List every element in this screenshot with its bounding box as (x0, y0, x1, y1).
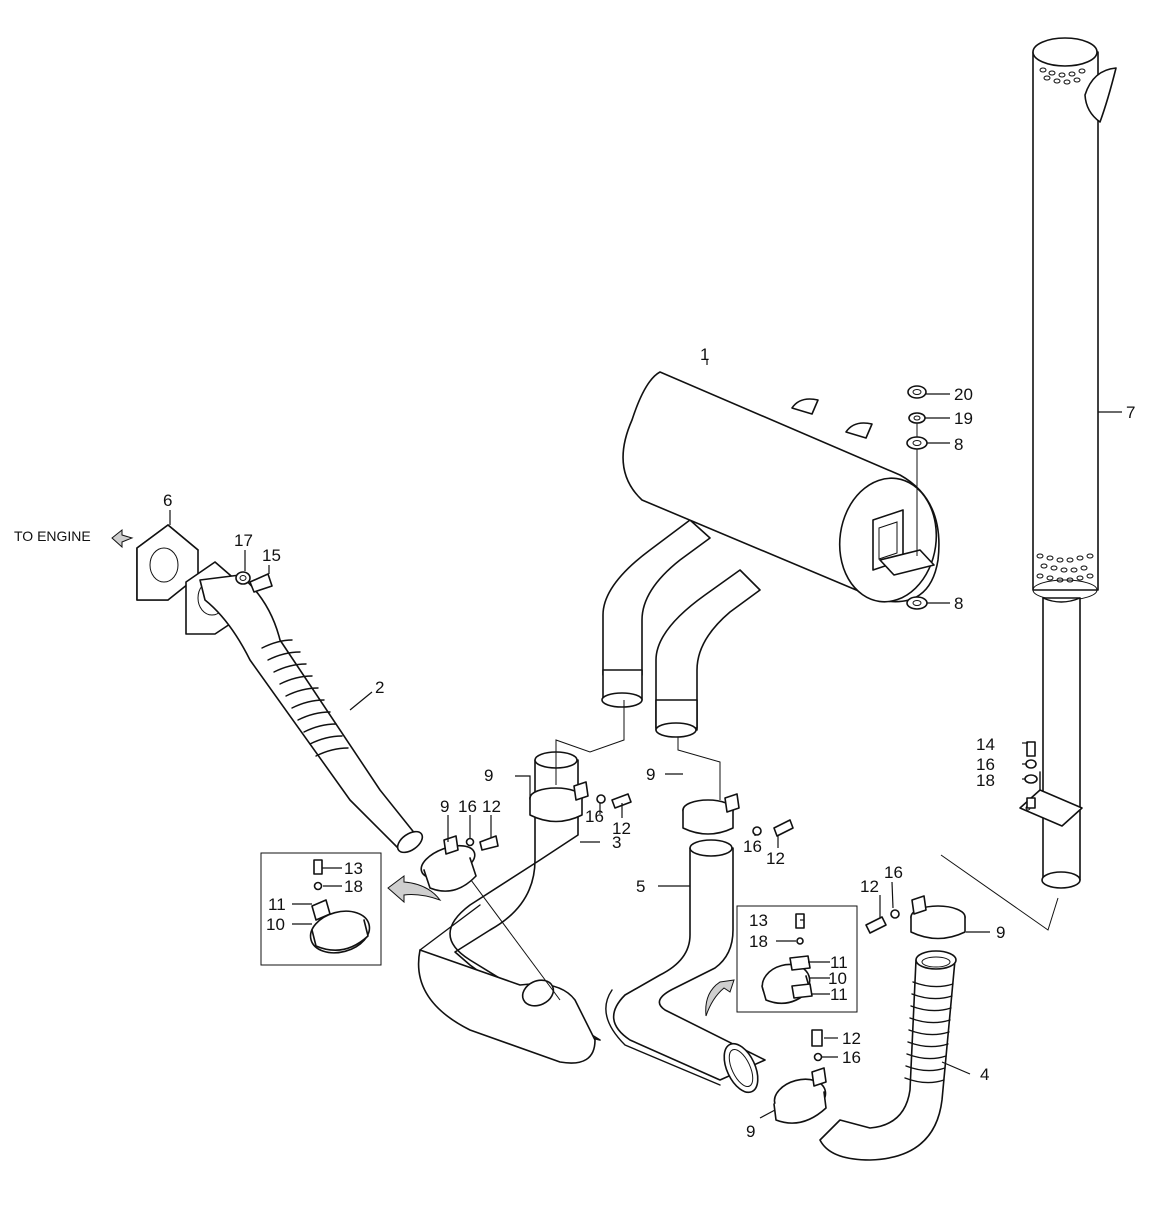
connection-line-stack-clamp (940, 854, 1059, 931)
callout-16-center-clamp: 16 (743, 837, 762, 856)
muffler (601, 371, 940, 738)
callout-12-bottom-clamp: 12 (842, 1029, 861, 1048)
callout-18-left-inset: 18 (344, 877, 363, 896)
flex-pipe-4 (819, 950, 957, 1161)
inset-detail-left (260, 852, 382, 966)
stack-bracket-hardware (1024, 741, 1038, 809)
callout-20: 20 (954, 385, 973, 404)
inset-detail-right (736, 905, 858, 1013)
callout-13-right-inset: 13 (749, 911, 768, 930)
mount-hardware-stack (906, 385, 928, 610)
callout-1: 1 (700, 345, 709, 364)
callout-6: 6 (163, 491, 172, 510)
callout-7: 7 (1126, 403, 1135, 422)
callout-17: 17 (234, 531, 253, 550)
pipe-5 (605, 839, 766, 1094)
callout-18-stack: 18 (976, 771, 995, 790)
callout-9-right: 9 (996, 923, 1005, 942)
callout-4: 4 (980, 1065, 989, 1084)
callout-14: 14 (976, 735, 995, 754)
callout-16-bottom-clamp: 16 (842, 1048, 861, 1067)
callout-5: 5 (636, 877, 645, 896)
clamp-9-center (682, 793, 794, 837)
callout-11-right-inset-lower: 11 (830, 985, 848, 1004)
callout-9-upper-left: 9 (484, 766, 493, 785)
callout-9-center: 9 (646, 765, 655, 784)
callout-19: 19 (954, 409, 973, 428)
callout-12-right-clamp: 12 (860, 877, 879, 896)
callout-16-stack: 16 (976, 755, 995, 774)
callout-16-upper-left-clamp: 16 (585, 807, 604, 826)
callout-10-left-inset: 10 (266, 915, 285, 934)
callout-labels: 1 2 3 4 5 6 7 8 8 9 9 9 9 9 10 10 11 11 … (14, 345, 1135, 1141)
callout-11-right-inset-upper: 11 (830, 953, 848, 972)
clamp-9-left (420, 835, 499, 892)
connection-line-muffler-clamp (555, 700, 625, 785)
callout-3: 3 (612, 833, 621, 852)
callout-10-right-inset: 10 (828, 969, 847, 988)
callout-12-upper-left-clamp: 12 (612, 819, 631, 838)
clamp-9-bottom (773, 1029, 827, 1124)
callout-9-left: 9 (440, 797, 449, 816)
callout-8-upper: 8 (954, 435, 963, 454)
callout-16-left-clamp: 16 (458, 797, 477, 816)
callout-11-left-inset: 11 (268, 895, 286, 914)
tail-pipe-stack (1019, 37, 1117, 889)
to-engine-label: TO ENGINE (14, 528, 91, 544)
connection-line-muffler-clamp-center (677, 737, 721, 800)
callout-8-lower: 8 (954, 594, 963, 613)
leader-lines (169, 360, 1122, 1119)
callout-15: 15 (262, 546, 281, 565)
callout-13-left-inset: 13 (344, 859, 363, 878)
callout-16-right-clamp: 16 (884, 863, 903, 882)
engine-flange-and-flex-pipe (111, 524, 424, 854)
install-arrow-left (387, 875, 442, 904)
callout-2: 2 (375, 678, 384, 697)
clamp-9-right (865, 895, 966, 940)
callout-9-bottom: 9 (746, 1122, 755, 1141)
clamp-9-upper-left (529, 781, 632, 823)
callout-12-center-clamp: 12 (766, 849, 785, 868)
callout-12-left-clamp: 12 (482, 797, 501, 816)
install-arrow-right (705, 979, 735, 1017)
callout-18-right-inset: 18 (749, 932, 768, 951)
